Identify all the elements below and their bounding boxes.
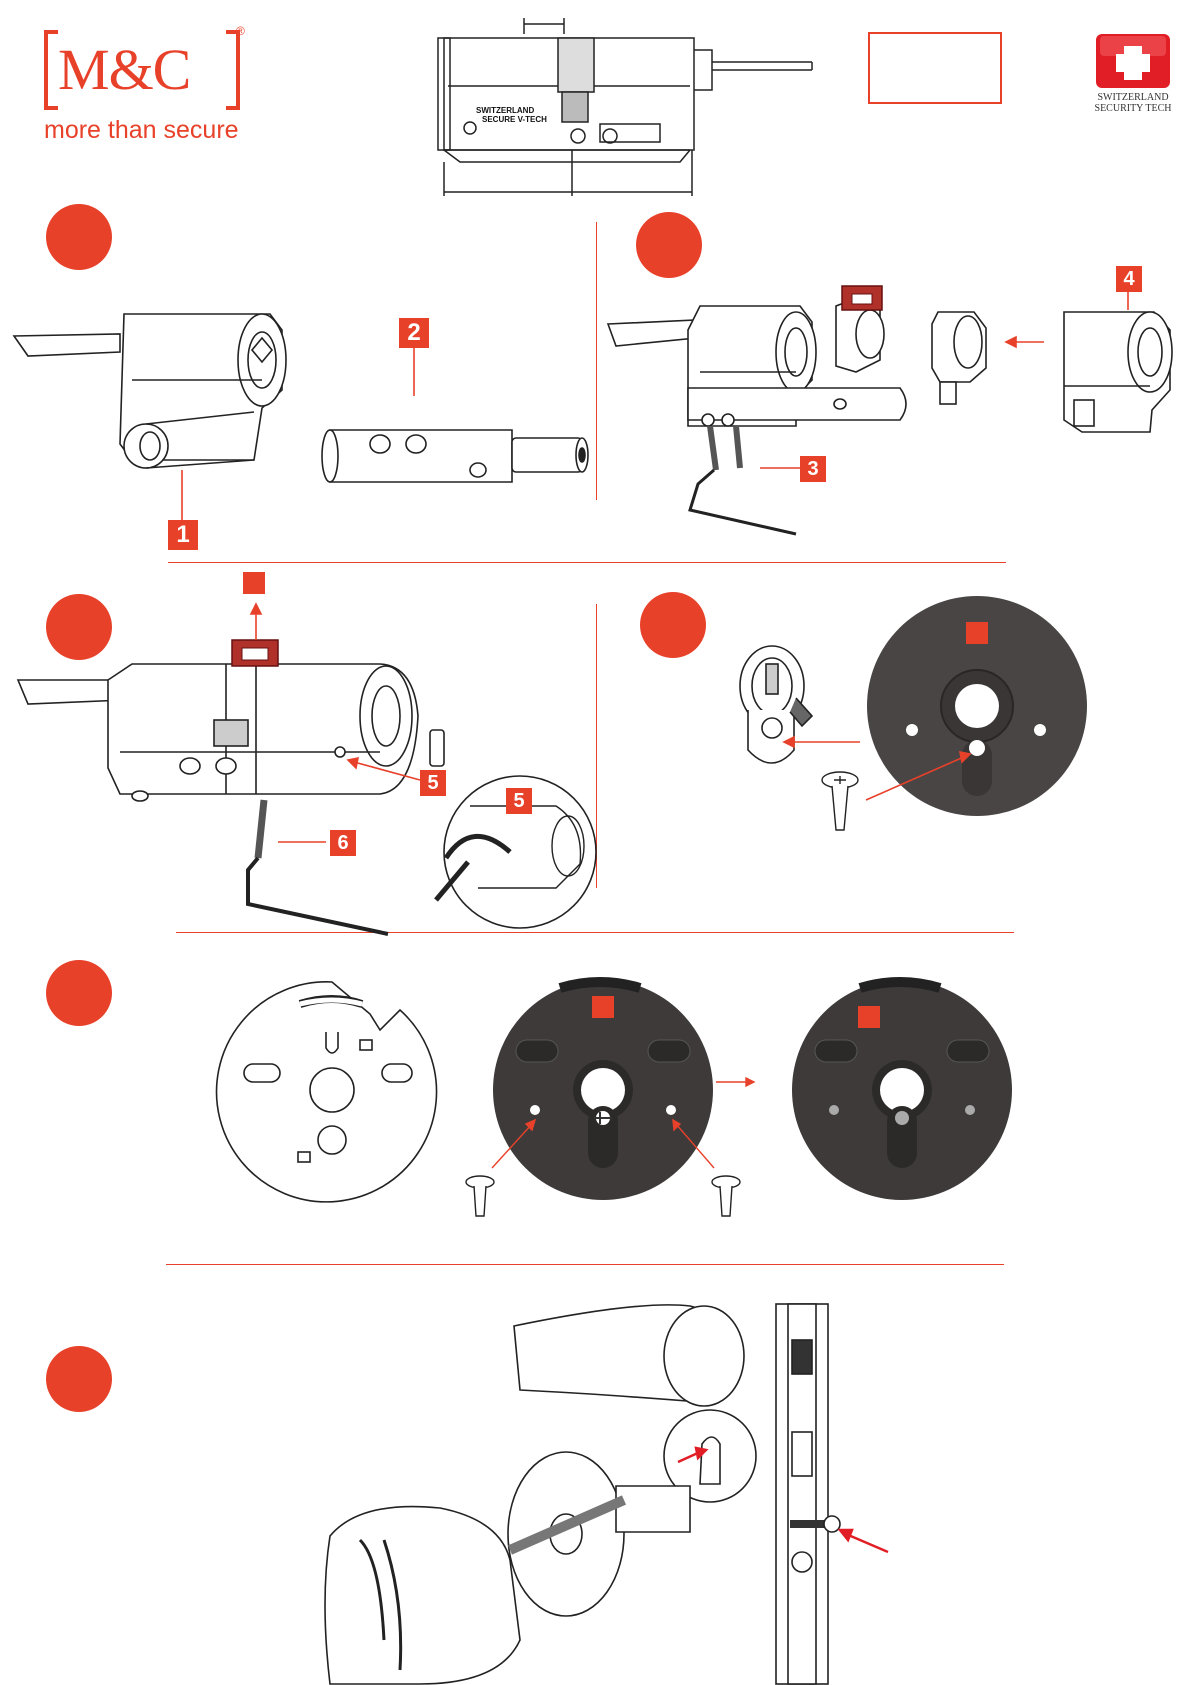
callout-6: 6 <box>330 830 356 856</box>
step-6-marker <box>46 1346 112 1412</box>
engraving-line1: SWITZERLAND <box>476 106 547 115</box>
divider-1 <box>168 562 1006 563</box>
lift-marker <box>243 572 265 594</box>
registered-mark: ® <box>236 24 245 38</box>
disc-marker-step5b <box>858 1006 880 1028</box>
swiss-badge-line2: SECURITY TECH <box>1073 103 1192 114</box>
size-box <box>868 32 1002 104</box>
step-4-marker <box>640 592 706 658</box>
step-2-marker <box>636 212 702 278</box>
swiss-badge-line1: SWITZERLAND <box>1073 92 1192 103</box>
step-5-marker <box>46 960 112 1026</box>
divider-vertical-2 <box>596 604 597 888</box>
step-3-marker <box>46 594 112 660</box>
logo-mark: M&C <box>58 36 190 103</box>
divider-2 <box>176 932 1014 933</box>
callout-4: 4 <box>1116 266 1142 292</box>
callout-3: 3 <box>800 456 826 482</box>
logo-tagline: more than secure <box>44 116 239 145</box>
step-1-marker <box>46 204 112 270</box>
callout-1: 1 <box>168 520 198 550</box>
disc-marker-step5a <box>592 996 614 1018</box>
callout-2: 2 <box>399 318 429 348</box>
callout-5b: 5 <box>506 788 532 814</box>
divider-vertical-1 <box>596 222 597 500</box>
callout-5a: 5 <box>420 770 446 796</box>
engraving-line2: SECURE V-TECH <box>476 115 547 124</box>
divider-3 <box>166 1264 1004 1265</box>
disc-marker-step4 <box>966 622 988 644</box>
cylinder-engraving: SWITZERLAND SECURE V-TECH <box>476 106 547 124</box>
